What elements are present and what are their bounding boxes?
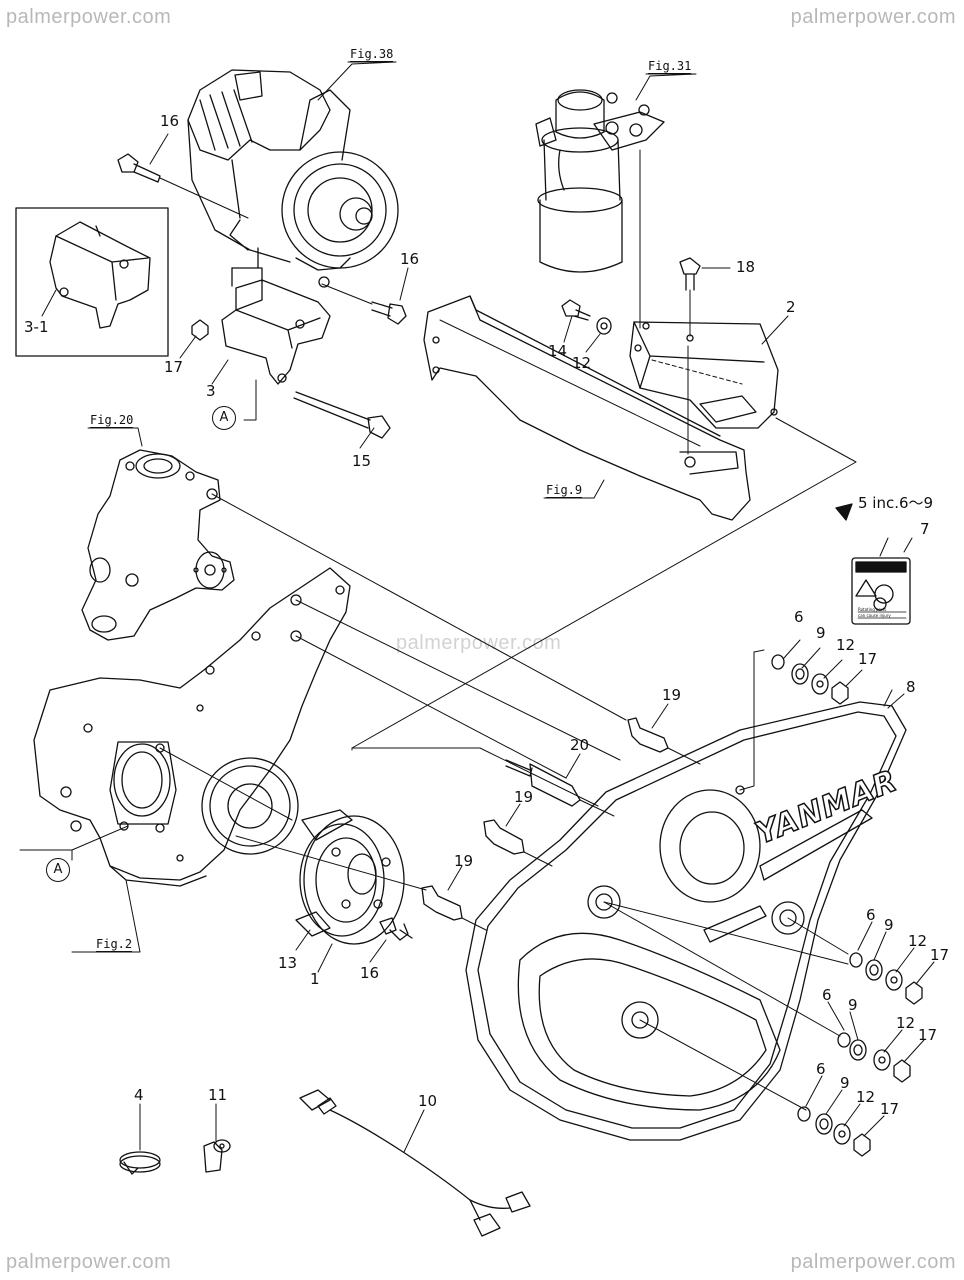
alternator	[187, 69, 399, 288]
gear-case	[33, 567, 351, 887]
inset-box-part-3-1	[15, 207, 169, 357]
callout-3-1: 3-1	[24, 318, 49, 336]
kit-note: 5 inc.6～9	[858, 494, 934, 512]
bolt-16-top	[117, 153, 249, 219]
warning-label	[851, 557, 911, 625]
bushing-set-top	[771, 654, 849, 705]
callout-10: 10	[418, 1092, 438, 1110]
bolt-16-lower	[379, 917, 413, 941]
belt-cover	[465, 701, 907, 1141]
crank-pulley	[295, 809, 405, 945]
callout-20: 20	[570, 736, 590, 754]
callout-17-b: 17	[930, 946, 950, 964]
watermark-top-left: palmerpower.com	[6, 6, 172, 28]
callout-17-a: 17	[858, 650, 878, 668]
nut-17	[191, 319, 209, 341]
callout-13: 13	[278, 954, 298, 972]
callout-12-d: 12	[856, 1088, 876, 1106]
wire-harness	[299, 1089, 531, 1237]
callout-12-c: 12	[896, 1014, 916, 1032]
starter-motor	[535, 89, 665, 329]
callout-12-b: 12	[908, 932, 928, 950]
callout-9-c: 9	[848, 996, 858, 1014]
callout-6-a: 6	[794, 608, 804, 626]
callout-12-top: 12	[572, 354, 592, 372]
callout-17-left: 17	[164, 358, 184, 376]
bolt-18	[679, 257, 701, 337]
fig-ref-2: Fig.2	[96, 937, 133, 952]
callout-16-bottom: 16	[360, 964, 380, 982]
callout-6-c: 6	[822, 986, 832, 1004]
callout-12-a: 12	[836, 636, 856, 654]
callout-14: 14	[548, 342, 568, 360]
callout-16-right: 16	[400, 250, 420, 268]
bolt-16-right	[321, 283, 407, 325]
callout-2: 2	[786, 298, 796, 316]
mounting-plate	[423, 295, 751, 521]
ref-marker-a-top: A	[212, 406, 236, 430]
watermark-center: palmerpower.com	[396, 632, 562, 654]
callout-8: 8	[906, 678, 916, 696]
callout-18: 18	[736, 258, 756, 276]
callout-11: 11	[208, 1086, 228, 1104]
callout-1: 1	[310, 970, 320, 988]
callout-19-b: 19	[514, 788, 534, 806]
callout-3: 3	[206, 382, 216, 400]
ref-marker-a-bottom: A	[46, 858, 70, 882]
fig-ref-38: Fig.38	[350, 47, 394, 62]
warning-label-line2: can cause injury	[858, 613, 891, 618]
callout-16-top: 16	[160, 112, 180, 130]
alternator-bracket	[221, 247, 331, 385]
bolt-14-washer-12	[561, 299, 612, 335]
hose-clamp	[119, 1151, 161, 1175]
bushing-set-middle	[849, 952, 923, 1005]
callout-7: 7	[920, 520, 930, 538]
callout-17-d: 17	[880, 1100, 900, 1118]
water-pump	[81, 449, 235, 641]
cable-clip	[203, 1139, 231, 1173]
callout-9-a: 9	[816, 624, 826, 642]
callout-leaders	[41, 61, 935, 1153]
fig-ref-20: Fig.20	[90, 413, 134, 428]
kit-arrow-icon	[835, 503, 853, 521]
callout-9-b: 9	[884, 916, 894, 934]
watermark-bottom-right: palmerpower.com	[790, 1251, 956, 1273]
fig-ref-31: Fig.31	[648, 59, 692, 74]
fig-ref-9: Fig.9	[546, 483, 583, 498]
callout-6-d: 6	[816, 1060, 826, 1078]
callout-9-d: 9	[840, 1074, 850, 1092]
bolt-15	[293, 391, 391, 439]
callout-15: 15	[352, 452, 372, 470]
bushing-set-bottom	[797, 1106, 871, 1157]
callout-4: 4	[134, 1086, 144, 1104]
warning-label-line1: Rotating parts	[858, 607, 887, 612]
callout-6-b: 6	[866, 906, 876, 924]
callout-19-c: 19	[454, 852, 474, 870]
bushing-set-lower	[837, 1032, 911, 1083]
callout-17-c: 17	[918, 1026, 938, 1044]
watermark-top-right: palmerpower.com	[790, 6, 956, 28]
callout-19-a: 19	[662, 686, 682, 704]
watermark-bottom-left: palmerpower.com	[6, 1251, 172, 1273]
starter-bracket	[629, 321, 779, 429]
